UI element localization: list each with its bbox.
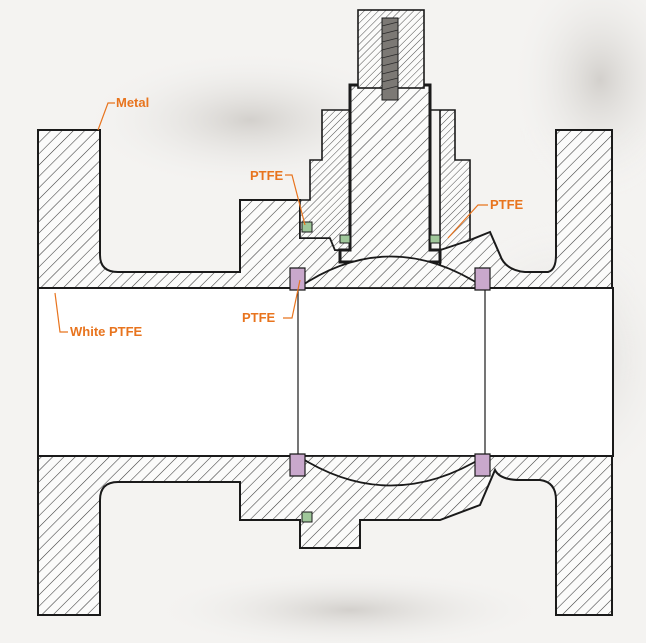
stem-thread: [381, 17, 399, 101]
seat-top-left: [289, 267, 306, 291]
label-ptfe-top-left: PTFE: [250, 168, 284, 183]
label-white-ptfe: White PTFE: [70, 324, 143, 339]
bonnet-right: [430, 109, 471, 252]
ball-bottom: [294, 455, 489, 487]
seat-bottom-right: [474, 453, 491, 477]
seat-bottom-left: [289, 453, 306, 477]
seat-top-right: [474, 267, 491, 291]
label-metal: Metal: [116, 95, 149, 110]
seal-left: [339, 234, 351, 244]
stem: [338, 83, 442, 284]
seal-right: [429, 234, 441, 244]
label-ptfe-top-right: PTFE: [490, 197, 524, 212]
body-top-half: [37, 129, 613, 289]
seal-bottom-outer: [301, 511, 313, 523]
seal-top-outer: [301, 221, 313, 233]
body-bottom-half: [37, 455, 613, 616]
ball-top: [295, 255, 488, 289]
label-ptfe-ball: PTFE: [242, 310, 276, 325]
callout-leaders: [54, 102, 488, 333]
bore-liner: [37, 287, 614, 457]
